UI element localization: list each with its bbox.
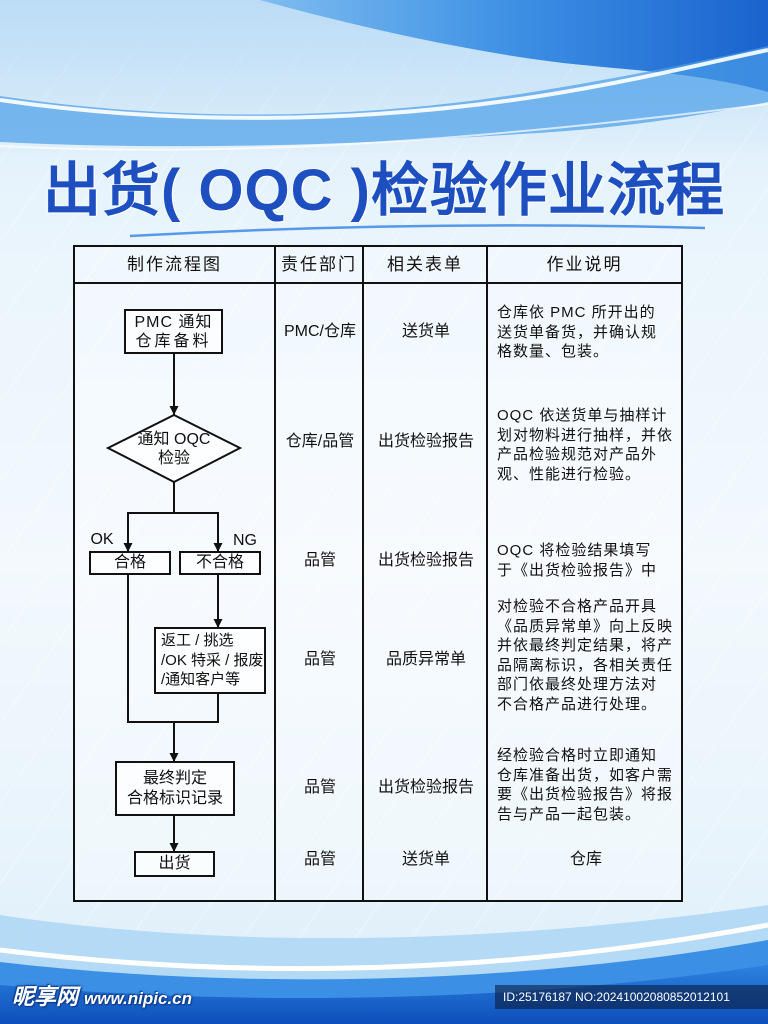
row-form: 出货检验报告 — [377, 552, 474, 569]
header-department: 责任部门 — [281, 255, 357, 274]
description-line: 并依最终判定结果，将产 — [497, 637, 674, 654]
row-form: 送货单 — [401, 851, 450, 868]
watermark-site-url: www.nipic.cn — [84, 989, 193, 1008]
ship-label: 出货 — [158, 855, 191, 872]
row-department: 品管 — [303, 851, 336, 868]
row-form: 送货单 — [401, 323, 450, 340]
ng-branch-label: NG — [233, 532, 257, 549]
ship-box-label: 出货 — [135, 852, 214, 876]
top-thin-swoosh — [0, 103, 768, 151]
column-divider — [486, 245, 488, 902]
row-description: 仓库依 PMC 所开出的 送货单备货，并确认规 格数量、包装。 — [497, 303, 679, 362]
fail-label: 不合格 — [195, 554, 244, 571]
title-underline — [129, 224, 706, 238]
final-judgement-label: 最终判定 合格标识记录 — [116, 766, 234, 811]
description-line: 部门依最终处理方法对 — [497, 676, 658, 693]
row-description: 仓库 — [569, 851, 602, 868]
description-line: 告与产品一起包装。 — [497, 805, 642, 823]
row-description: 经检验合格时立即通知 仓库准备出货，如客户需 要《出货检验报告》将报 告与产品一… — [497, 746, 679, 824]
handling-line: /OK 特采 / 报废 — [161, 651, 264, 669]
row-description: OQC 依送货单与抽样计 划对物料进行抽样，并依 产品检验规范对产品外 观、性能… — [497, 406, 679, 484]
image-id-bar: ID:25176187 NO:20241002080852012101 — [495, 985, 768, 1009]
description-line: 于《出货检验报告》中 — [497, 561, 658, 579]
description-line: OQC 将检验结果填写 — [497, 542, 652, 559]
description-line: 经检验合格时立即通知 — [497, 747, 658, 764]
header-divider — [73, 282, 683, 284]
row-form: 出货检验报告 — [377, 433, 474, 450]
decision-line: 检验 — [157, 450, 190, 467]
handling-line: /通知客户等 — [161, 671, 241, 689]
description-line: 送货单备货，并确认规 — [497, 323, 658, 341]
description-line: 仓库依 PMC 所开出的 — [497, 304, 656, 321]
final-line: 最终判定 — [142, 770, 207, 787]
header-form: 相关表单 — [387, 255, 463, 274]
top-deep-wave — [260, 0, 768, 92]
ok-branch-label: OK — [90, 531, 114, 548]
decision-label: 通知 OQC 检验 — [118, 429, 230, 469]
row-department: 品管 — [303, 779, 336, 796]
notify-line: 仓库备料 — [135, 333, 212, 350]
pass-label: 合格 — [113, 554, 146, 571]
description-line: 格数量、包装。 — [497, 343, 610, 360]
bottom-white-swoosh — [0, 922, 768, 972]
header-flowchart: 制作流程图 — [127, 255, 222, 274]
top-band-wave — [0, 46, 768, 147]
description-line: 要《出货检验报告》将报 — [497, 786, 674, 803]
bottom-deep-wave — [0, 965, 768, 1024]
notify-line: PMC 通知 — [134, 313, 213, 331]
final-line: 合格标识记录 — [126, 789, 223, 807]
description-line: 产品检验规范对产品外 — [497, 446, 658, 463]
fail-handling-label: 返工 / 挑选 /OK 特采 / 报废 /通知客户等 — [161, 632, 264, 689]
header-description: 作业说明 — [546, 255, 623, 274]
row-form: 品质异常单 — [385, 651, 466, 668]
row-description: 对检验不合格产品开具 《品质异常单》向上反映 并依最终判定结果，将产 品隔离标识… — [497, 597, 679, 714]
column-divider — [362, 245, 364, 902]
description-line: 不合格产品进行处理。 — [497, 695, 658, 713]
description-line: 《品质异常单》向上反映 — [497, 617, 674, 635]
description-line: 划对物料进行抽样，并依 — [497, 426, 674, 444]
row-department: PMC/仓库 — [283, 323, 356, 340]
row-form: 出货检验报告 — [377, 779, 474, 796]
site-watermark: 昵享网 www.nipic.cn — [12, 984, 192, 1010]
handling-line: 返工 / 挑选 — [161, 632, 234, 650]
description-line: 对检验不合格产品开具 — [497, 598, 658, 615]
description-line: OQC 依送货单与抽样计 — [497, 407, 668, 424]
row-department: 品管 — [303, 552, 336, 569]
fail-box-label: 不合格 — [180, 552, 260, 574]
row-department: 仓库/品管 — [285, 433, 355, 450]
pass-box-label: 合格 — [90, 552, 170, 574]
notify-box-label: PMC 通知 仓库备料 — [125, 312, 222, 352]
page-title: 出货( OQC )检验作业流程 — [43, 158, 725, 223]
top-white-swoosh — [0, 48, 768, 120]
row-description: OQC 将检验结果填写 于《出货检验报告》中 — [497, 541, 679, 580]
watermark-site-name: 昵享网 — [12, 984, 79, 1009]
description-line: 仓库准备出货，如客户需 — [497, 766, 674, 784]
decision-line: 通知 OQC — [137, 430, 211, 448]
description-line: 观、性能进行检验。 — [497, 465, 642, 483]
description-line: 品隔离标识，各相关责任 — [497, 656, 674, 674]
row-department: 品管 — [303, 651, 336, 668]
column-divider — [274, 245, 276, 902]
